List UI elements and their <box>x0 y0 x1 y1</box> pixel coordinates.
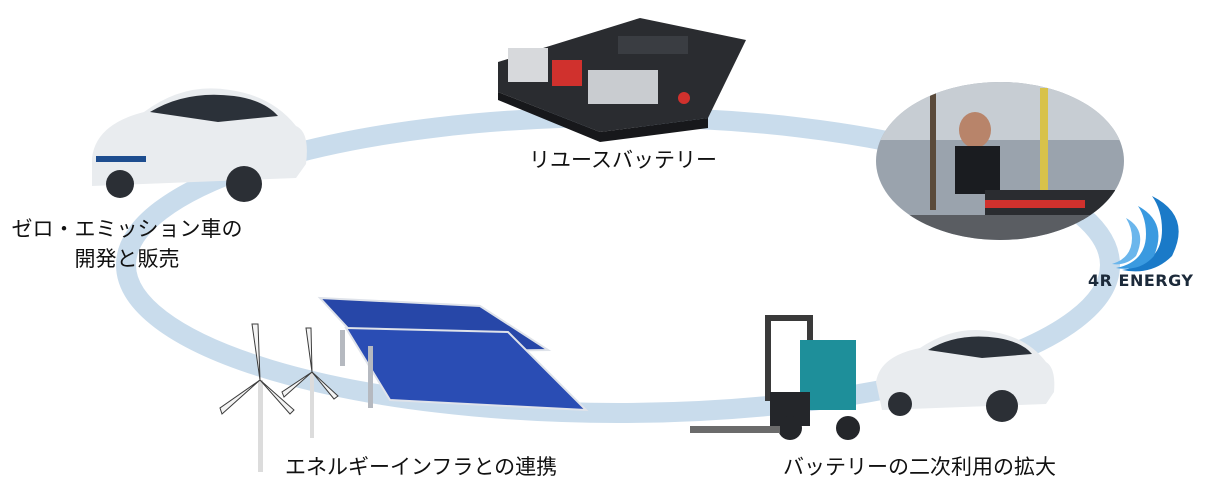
factory-worker-photo <box>876 82 1124 240</box>
wind-turbine-icon <box>219 323 339 472</box>
battery-pack-icon <box>498 18 746 142</box>
4r-energy-logo <box>1112 196 1179 272</box>
label-secondary-use: バッテリーの二次利用の拡大 <box>783 455 1056 479</box>
forklift-icon <box>690 315 860 440</box>
label-zev-line1: ゼロ・エミッション車の <box>11 217 243 241</box>
label-infra: エネルギーインフラとの連携 <box>285 455 558 479</box>
ev-car-icon-secondary <box>876 330 1055 422</box>
label-zev: ゼロ・エミッション車の 開発と販売 <box>2 214 252 274</box>
ev-car-icon <box>92 88 307 202</box>
label-zev-line2: 開発と販売 <box>74 247 180 271</box>
logo-text: 4R ENERGY <box>1088 271 1194 290</box>
label-reuse-battery: リユースバッテリー <box>529 148 717 172</box>
solar-panel-icon <box>317 296 589 412</box>
